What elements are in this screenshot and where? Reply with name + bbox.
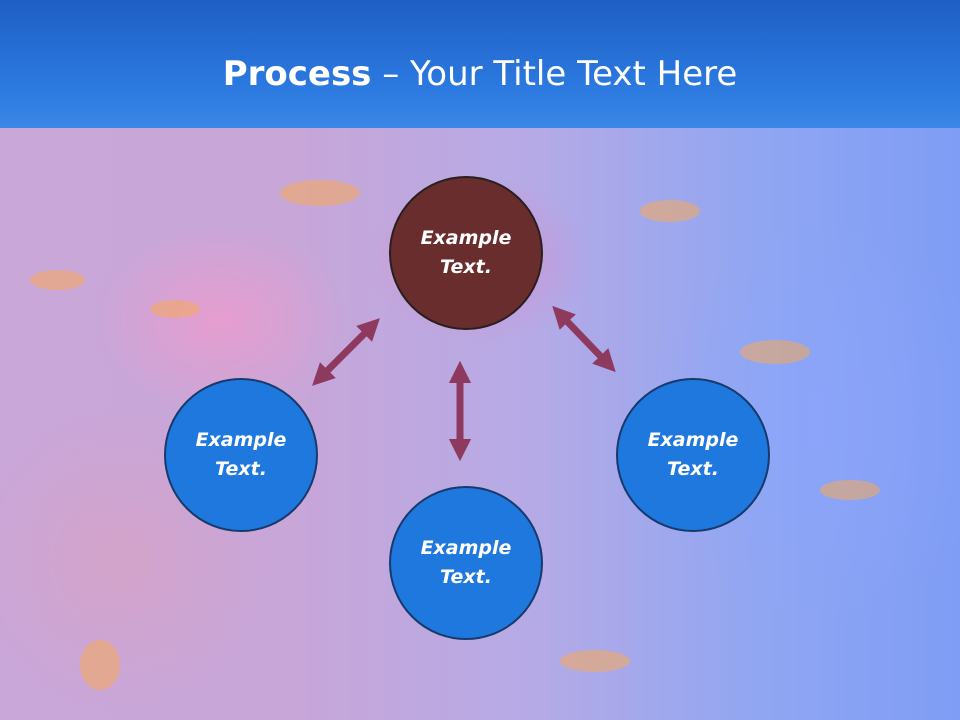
title-rest-text: – Your Title Text Here <box>371 54 738 94</box>
node-left: Example Text. <box>164 378 318 532</box>
fish-shape <box>740 340 810 364</box>
node-right: Example Text. <box>616 378 770 532</box>
arrow-top-left <box>312 318 380 386</box>
node-bottom-text: Example Text. <box>420 537 512 588</box>
title-bold-text: Process <box>222 54 372 94</box>
arrow-top-right <box>552 305 616 373</box>
slide-title: Process – Your Title Text Here <box>0 52 960 96</box>
node-top-text: Example Text. <box>420 227 512 278</box>
fish-shape <box>560 650 630 672</box>
fish-shape <box>640 200 700 222</box>
node-right-text: Example Text. <box>647 429 739 480</box>
node-left-text: Example Text. <box>195 429 287 480</box>
fish-shape <box>150 300 200 318</box>
fish-shape <box>280 180 360 206</box>
fish-shape <box>80 640 120 690</box>
fish-shape <box>820 480 880 500</box>
node-top: Example Text. <box>389 176 543 330</box>
title-bar: Process – Your Title Text Here <box>0 0 960 128</box>
node-bottom: Example Text. <box>389 486 543 640</box>
fish-shape <box>30 270 85 290</box>
